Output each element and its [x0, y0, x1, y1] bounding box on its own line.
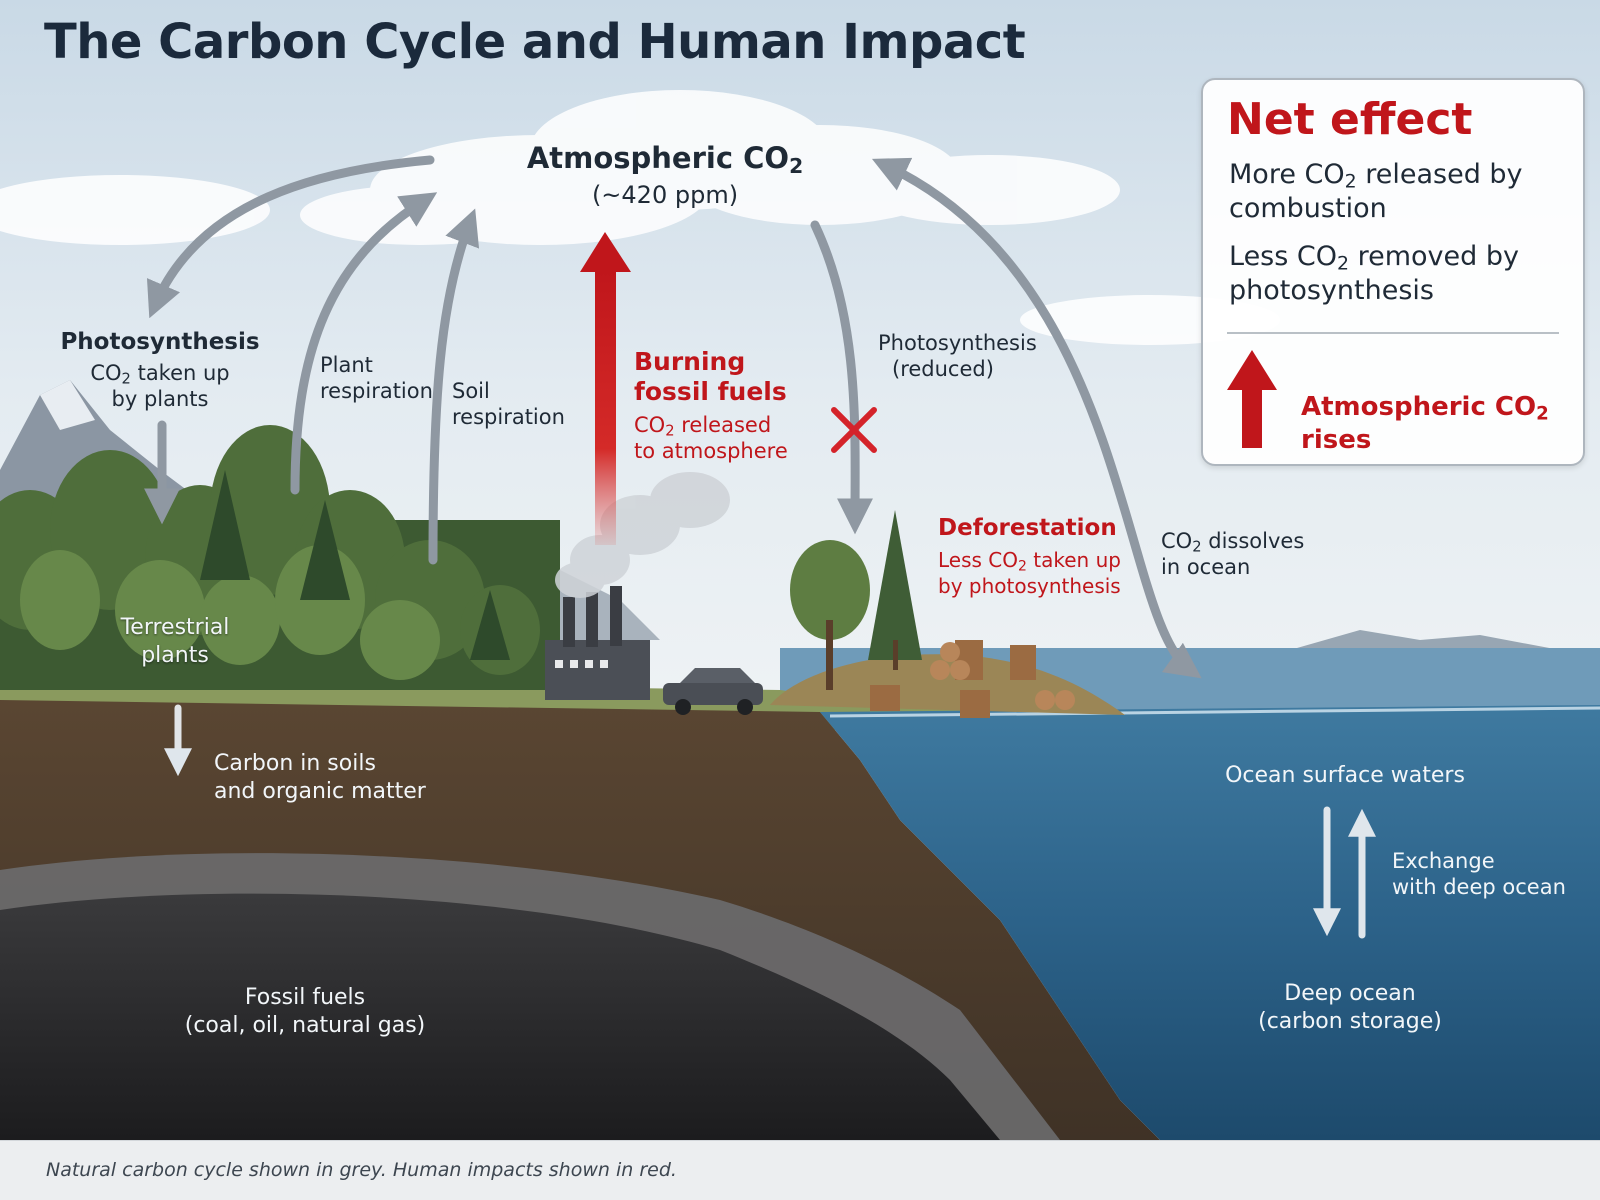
deforestation-area [770, 510, 1125, 718]
photosynthesis-reduced-line1: Photosynthesis [878, 331, 1037, 355]
ocean-surface-line [829, 706, 1600, 718]
plant-respiration-line1: Plant [320, 353, 373, 377]
atmospheric-co2-label: Atmospheric CO2 [526, 141, 804, 179]
factory [545, 472, 730, 700]
soil-carbon-line1: Carbon in soils [214, 751, 376, 776]
up-arrow-icon [1227, 350, 1277, 448]
fossil-fuel-layer [0, 893, 1000, 1140]
page-title: The Carbon Cycle and Human Impact [44, 14, 1026, 70]
net-effect-panel: Net effect More CO2 released by combusti… [1201, 78, 1585, 466]
arrow-photosynthesis-reduced [810, 220, 874, 535]
fossil-fuels-line2: (coal, oil, natural gas) [184, 1013, 426, 1038]
burning-desc-line2: to atmosphere [634, 439, 788, 463]
soil-respiration-line1: Soil [452, 379, 490, 403]
natural-arrows [144, 155, 1202, 679]
net-effect-divider [1227, 332, 1559, 334]
photosynthesis-desc-line1: CO2 taken up [90, 361, 230, 388]
arrow-ocean-exchange [871, 157, 1202, 679]
deforestation-desc-line2: by photosynthesis [938, 574, 1121, 598]
deep-ocean-arrows [164, 704, 1376, 939]
ocean-surface-label: Ocean surface waters [1225, 763, 1465, 788]
photosynthesis-title: Photosynthesis [60, 329, 260, 355]
photosynthesis-desc-line2: by plants [111, 387, 209, 411]
reduced-x-mark [831, 407, 877, 453]
burning-desc-line1: CO2 released [634, 413, 772, 440]
arrow-photosynthesis-from-atmosphere [146, 155, 435, 319]
burning-fossil-fuels-line2: fossil fuels [634, 377, 787, 406]
fossil-fuels-line1: Fossil fuels [244, 985, 366, 1010]
car [663, 668, 763, 715]
soil-carbon-line2: and organic matter [214, 779, 426, 804]
burning-fossil-fuels-line1: Burning [634, 347, 746, 376]
net-effect-line1: More CO2 released by [1229, 159, 1523, 193]
co2-dissolves-line1: CO2 dissolves [1161, 529, 1305, 556]
arrow-burning-fossil-fuels [580, 232, 631, 545]
caption: Natural carbon cycle shown in grey. Huma… [46, 1159, 677, 1181]
net-effect-line1-cont: combustion [1229, 193, 1387, 224]
net-effect-line2-cont: photosynthesis [1229, 275, 1434, 306]
net-effect-result: Atmospheric CO2 rises [1301, 392, 1549, 455]
arrow-plant-respiration [290, 192, 438, 495]
ocean-body [820, 705, 1600, 1140]
exchange-line1: Exchange [1392, 849, 1495, 873]
terrestrial-plants-line1: Terrestrial [120, 615, 230, 640]
deforestation-desc-line1: Less CO2 taken up [938, 548, 1121, 575]
arrow-soil-respiration [428, 208, 480, 565]
deep-ocean-line2: (carbon storage) [1258, 1009, 1442, 1034]
atmospheric-ppm-label: (~420 ppm) [591, 181, 739, 209]
caption-bar: Natural carbon cycle shown in grey. Huma… [0, 1140, 1600, 1200]
co2-dissolves-line2: in ocean [1161, 555, 1251, 579]
plant-respiration-line2: respiration [320, 379, 433, 403]
terrestrial-plants-line2: plants [141, 643, 209, 668]
net-effect-title: Net effect [1227, 94, 1473, 145]
photosynthesis-reduced-line2: (reduced) [892, 357, 994, 381]
deep-ocean-line1: Deep ocean [1284, 981, 1416, 1006]
exchange-line2: with deep ocean [1392, 875, 1566, 899]
deforestation-title: Deforestation [938, 515, 1117, 541]
soil-respiration-line2: respiration [452, 405, 565, 429]
net-effect-line2: Less CO2 removed by [1229, 241, 1519, 275]
